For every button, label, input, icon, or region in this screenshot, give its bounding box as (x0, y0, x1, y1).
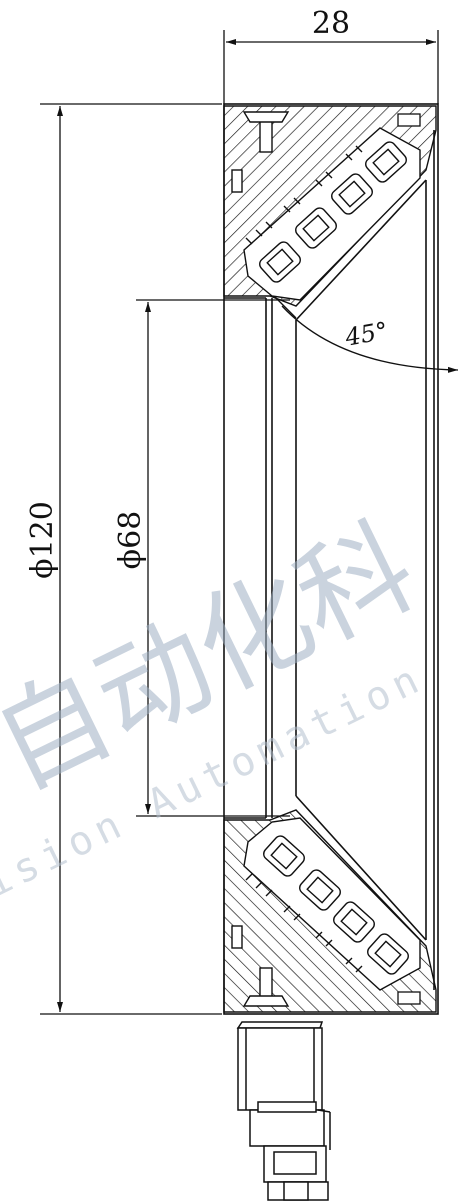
inner-dia-label: ϕ68 (113, 511, 148, 570)
outer-diameter-dimension (40, 103, 222, 1015)
width-dimension (223, 30, 439, 104)
angle-label: 45° (342, 317, 390, 352)
right-notches (397, 113, 421, 1005)
cable-connector (236, 1021, 331, 1201)
width-dim-label: 28 (312, 6, 350, 41)
ring-body-outline (223, 103, 439, 1015)
upper-led-modules (245, 141, 407, 283)
watermark: 自动化科 ision Automation (0, 501, 434, 907)
lower-led-modules (245, 835, 409, 975)
inner-diameter-dimension (136, 299, 290, 817)
outer-dia-label: ϕ120 (25, 501, 60, 579)
upper-screw (231, 111, 290, 193)
lower-screw (231, 925, 290, 1007)
